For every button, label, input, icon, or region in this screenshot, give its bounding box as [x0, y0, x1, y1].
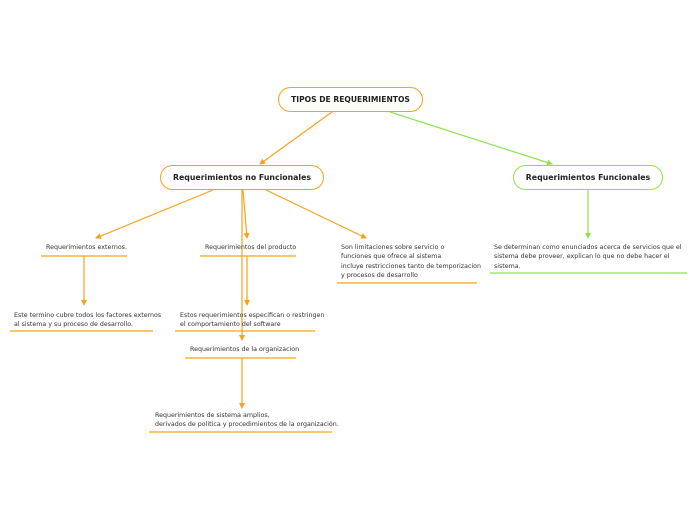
functional-description-line: sistema debe proveer, explican lo que no…	[494, 253, 670, 261]
functional-node[interactable]: Requerimientos Funcionales	[513, 165, 663, 190]
external-description-line: Este termino cubre todos los factores ex…	[14, 312, 162, 319]
product-description-line: Estos requerimientos especifican o restr…	[180, 312, 325, 319]
root-topic-node[interactable]: TIPOS DE REQUERIMIENTOS	[278, 87, 423, 112]
nonfunctional-label: Requerimientos no Funcionales	[172, 173, 312, 182]
system-requirements-topic[interactable]: Requerimientos de sistema amplios, deriv…	[155, 411, 339, 430]
root-topic-label: TIPOS DE REQUERIMIENTOS	[291, 95, 410, 104]
external-requirements-label: Requerimientos externos.	[46, 244, 127, 251]
organization-requirements-topic[interactable]: Requerimientos de la organizacion	[190, 345, 299, 354]
functional-description-line: sistema.	[494, 262, 521, 270]
system-requirements-line: Requerimientos de sistema amplios,	[155, 412, 270, 419]
organization-requirements-label: Requerimientos de la organizacion	[190, 346, 300, 353]
connector-nonfunctional-to-external	[95, 189, 214, 239]
external-description-line: al sistema y su proceso de desarrollo.	[14, 321, 133, 329]
connector-nonfunctional-to-product	[242, 189, 250, 239]
limitations-line: y procesos de desarrollo	[341, 272, 418, 280]
external-description-topic[interactable]: Este termino cubre todos los factores ex…	[14, 311, 161, 330]
functional-description-line: Se determinan como enunciados acerca de …	[494, 244, 682, 251]
limitations-line: funciones que ofrece al sistema	[341, 253, 442, 261]
product-requirements-topic[interactable]: Requerimientos del producto	[205, 243, 296, 252]
limitations-line: Son limitaciones sobre servicio o	[341, 244, 445, 251]
external-requirements-topic[interactable]: Requerimientos externos.	[46, 243, 127, 252]
connector-root-to-nonfunctional	[259, 111, 333, 165]
product-requirements-label: Requerimientos del producto	[205, 244, 297, 251]
limitations-line: incluye restricciones tanto de temporiza…	[341, 262, 482, 270]
product-description-topic[interactable]: Estos requerimientos especifican o restr…	[180, 311, 324, 330]
functional-label: Requerimientos Funcionales	[525, 173, 651, 182]
nonfunctional-node[interactable]: Requerimientos no Funcionales	[160, 165, 324, 190]
system-requirements-line: derivados de politica y procedimientos d…	[155, 421, 339, 429]
limitations-topic[interactable]: Son limitaciones sobre servicio o funcio…	[341, 243, 481, 281]
connector-nonfunctional-to-limitations	[265, 189, 367, 239]
functional-description-topic[interactable]: Se determinan como enunciados acerca de …	[494, 243, 682, 271]
product-description-line: el comportamiento del software	[180, 321, 281, 329]
connector-root-to-functional	[389, 111, 553, 166]
